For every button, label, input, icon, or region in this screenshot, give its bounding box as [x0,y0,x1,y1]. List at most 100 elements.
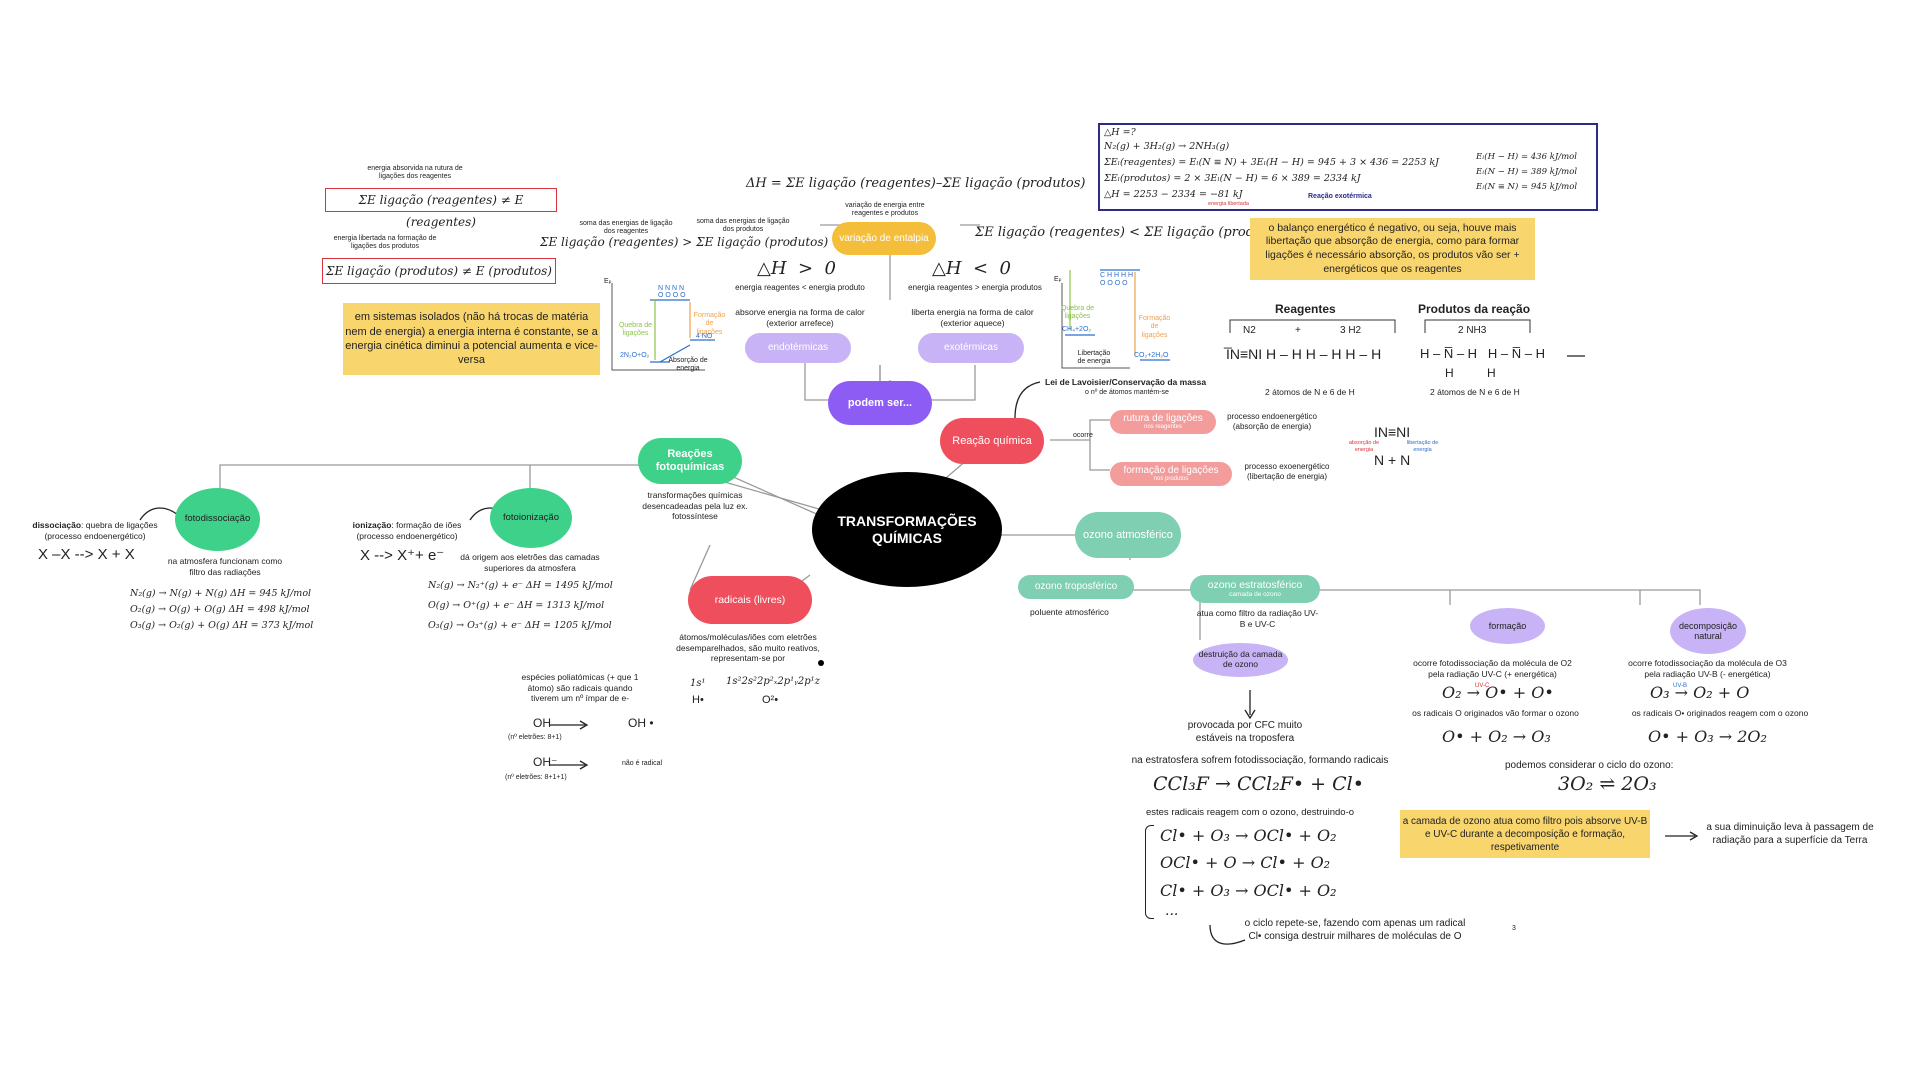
ozono-estrato-sub: camada de ozono [1229,591,1281,599]
nn-lib: libertação de energia [1406,440,1439,453]
reacao-ocorre: ocorre [1073,432,1093,439]
entalpia-node[interactable]: variação de entalpia [832,222,936,255]
reagentes-title: Reagentes [1275,302,1336,316]
calc-line-2: N₂(g) + 3H₂(g) → 2NH₃(g) [1104,141,1230,152]
ccl-eq: CCl₃F → CCl₂F• + Cl• [1153,773,1364,795]
page-number: 3 [1512,925,1516,932]
calc-lib: energia libertada [1208,201,1249,207]
center-node[interactable]: TRANSFORMAÇÕES QUÍMICAS [812,472,1002,587]
ozono-tropo-desc: poluente atmosférico [1030,607,1109,617]
prod-nh3: 2 NH3 [1458,325,1487,336]
reagem-text: estes radicais reagem com o ozono, destr… [1145,807,1355,818]
energia-note: em sistemas isolados (não há trocas de m… [343,303,600,375]
fotodiss-label: fotodissociação [184,513,251,525]
center-label: TRANSFORMAÇÕES QUÍMICAS [837,513,977,546]
decomp-desc: ocorre fotodissociação da molécula de O3… [1628,658,1787,679]
formacao-node[interactable]: formação de ligações nos produtos [1110,462,1232,486]
fotoion-eq-1: N₂(g) → N₂⁺(g) + e⁻ ΔH = 1495 kJ/mol [428,580,613,591]
diag-endo-formacao: Formação de ligações [693,312,726,336]
radicais-desc: átomos/moléculas/iões com eletrões desem… [676,632,820,664]
fotodiss-title-rest: : quebra de ligações (processo endoenerg… [44,520,158,541]
absorvida-eq: ΣE ligação (reagentes) ≠ E (reagentes) [325,188,557,229]
fotodiss-node[interactable]: fotodissociação [175,488,260,551]
oh-2-result: não é radical [622,760,663,767]
fotoquimicas-node[interactable]: Reações fotoquímicas [638,438,742,484]
diag-exo-quebra: Quebra de ligações [1060,305,1095,321]
dh-pos: △H > 0 [757,258,836,279]
diag-exo-top: C H H H H [1100,272,1134,279]
ozono-tropo-node[interactable]: ozono troposférico [1018,575,1134,599]
cycle-4: ... [1165,903,1179,919]
decomp-node[interactable]: decomposição natural [1670,608,1746,654]
podem-node[interactable]: podem ser... [828,381,932,425]
oh-1-result: OH • [628,716,654,730]
reag-plus: + [1295,325,1301,336]
diag-endo-top: N N N N [658,285,685,292]
endo-ineq: ΣE ligação (reagentes) > ΣE ligação (pro… [540,235,829,249]
calc-line-3: ΣEₗ(reagentes) = Eₗ(N ≡ N) + 3Eₗ(H − H) … [1104,157,1439,168]
ozono-tropo-label: ozono troposférico [1034,581,1118,593]
oh-2-electrons: (nº eletrões: 8+1+1) [505,774,567,781]
diag-exo-top2: O O O O [1100,280,1128,287]
fotoion-title-bold: ionização [352,520,392,530]
exo-ineq: ΣE ligação (reagentes) < ΣE ligação (pro… [975,225,1288,240]
fotoquimicas-label: Reações fotoquímicas [655,448,725,473]
ozono-label: ozono atmosférico [1083,528,1173,541]
fotodiss-title-bold: dissociação [32,520,82,530]
diag-endo-reag: 2N₂O+O₂ [620,352,650,359]
oh-2: OH⁻ [533,755,558,769]
lib-calor: liberta energia na forma de calor (exter… [911,307,1034,328]
ozono-node[interactable]: ozono atmosférico [1075,512,1181,558]
rutura-desc: processo endoenergético (absorção de ene… [1227,412,1317,431]
fotodiss-eq-2: O₂(g) → O(g) + O(g) ΔH = 498 kJ/mol [130,604,310,615]
formacao-label: formação de ligações [1123,464,1219,476]
endo-node[interactable]: endotérmicas [745,333,851,363]
fotoion-node[interactable]: fotoionização [490,488,572,548]
diminuicao-text: a sua diminuição leva à passagem de radi… [1706,822,1874,846]
entalpia-formula: ΔH = ΣE ligação (reagentes)–ΣE ligação (… [746,176,1086,191]
radical-config-2: 1s²2s²2p²ₓ2p¹ᵧ2p¹z [726,676,820,687]
decomp-eq: O₃ → O₂ + O [1650,683,1750,702]
calc-line-4: ΣEₗ(produtos) = 2 × 3Eₗ(N − H) = 6 × 389… [1104,173,1361,184]
destr-node[interactable]: destruição da camada de ozono [1193,643,1288,677]
diag-endo-quebra: Quebra de ligações [618,322,653,338]
rutura-node[interactable]: rutura de ligações nos reagentes [1110,410,1216,434]
absorvida-label: energia absorvida na rutura de ligações … [367,165,463,181]
destr-label: destruição da camada de ozono [1198,649,1283,669]
ozono-estrato-label: ozono estratosférico [1207,579,1303,592]
radical-config-1: 1s¹ [690,678,706,689]
nn-bottom: N + N [1374,452,1411,468]
rutura-label: rutura de ligações [1123,412,1203,424]
lavoisier-sub: o nº de átomos mantém-se [1085,389,1169,396]
radicais-node[interactable]: radicais (livres) [688,576,812,624]
cfc-text: provocada por CFC muito estáveis na trop… [1187,720,1303,744]
radical-h: H• [692,694,704,706]
decomp-label: decomposição natural [1678,620,1738,641]
calc-box: △H =? N₂(g) + 3H₂(g) → 2NH₃(g) ΣEₗ(reage… [1098,123,1598,211]
fotoion-eq-2: O(g) → O⁺(g) + e⁻ ΔH = 1313 kJ/mol [428,600,605,611]
abs-calor: absorve energia na forma de calor (exter… [735,307,865,328]
diag-endo-absorcao: Absorção de energia [668,357,708,373]
cycle-1: Cl• + O₃ → OCl• + O₂ [1160,826,1337,845]
radical-o: O²• [762,694,779,706]
fotoion-note: dá origem aos eletrões das camadas super… [460,552,600,573]
formacao-sub: nos produtos [1153,476,1189,483]
diag-exo-reag: CH₄+2O₂ [1062,326,1092,333]
reacao-node[interactable]: Reação química [940,418,1044,464]
fotodiss-eq-1: N₂(g) → N(g) + N(g) ΔH = 945 kJ/mol [130,588,312,599]
ozono-estrato-node[interactable]: ozono estratosférico camada de ozono [1190,575,1320,603]
fotodiss-note: na atmosfera funcionam como filtro das r… [167,556,283,577]
fotoion-title: ionização: formação de iões (processo en… [348,520,466,541]
calc-reacao: Reação exotérmica [1308,193,1372,200]
soma-reag: soma das energias de ligação dos reagent… [579,220,673,236]
formacao-oz-node[interactable]: formação [1470,608,1545,644]
diag-endo-top2: O O O O [658,292,686,299]
exo-node[interactable]: exotérmicas [918,333,1024,363]
dh-neg-desc: energia reagentes > energia produtos [908,283,1042,292]
ozono-estrato-desc: atua como filtro da radiação UV-B e UV-C [1196,608,1319,629]
formacao-oz-eq2: O• + O₂ → O₃ [1442,727,1551,746]
oh-1-electrons: (nº eletrões: 8+1) [508,734,562,741]
diag-exo-formacao: Formação de ligações [1138,315,1171,339]
oh-1: OH [533,716,551,730]
dh-pos-desc: energia reagentes < energia produto [735,283,865,292]
